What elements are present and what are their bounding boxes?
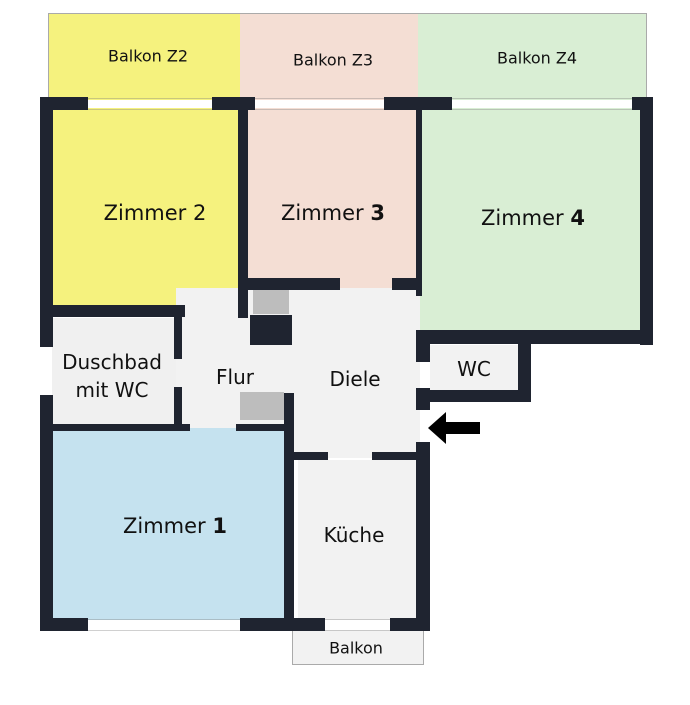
wall [640, 97, 653, 345]
room-wc [430, 345, 520, 393]
balcony-z4 [418, 13, 647, 100]
window-zimmer-2 [88, 98, 212, 110]
wall [240, 278, 340, 290]
wall [238, 108, 248, 318]
shaft [240, 392, 284, 420]
zimmer-1-number: 1 [212, 514, 227, 538]
window-kueche [324, 619, 391, 631]
wall [40, 618, 88, 631]
balcony-z3 [240, 13, 418, 100]
zimmer-4-number: 4 [570, 206, 585, 230]
balcony-z3-label: Balkon Z3 [292, 50, 374, 70]
room-zimmer-1 [52, 428, 285, 620]
wall [236, 424, 292, 431]
wall [40, 395, 53, 631]
room-zimmer-4 [420, 108, 640, 333]
balcony-z2-label: Balkon Z2 [107, 46, 189, 66]
flur-label: Flur [216, 365, 254, 389]
diele-label: Diele [329, 367, 381, 391]
bath-label-line1: Duschbad [62, 350, 162, 374]
wall [416, 442, 430, 631]
wall [284, 393, 294, 631]
zimmer-3-label: Zimmer 3 [281, 201, 385, 225]
wall [174, 387, 182, 427]
wall [240, 618, 325, 631]
wall [40, 97, 53, 347]
entrance-arrow-icon [428, 412, 480, 444]
zimmer-3-name: Zimmer [281, 201, 371, 225]
zimmer-4-name: Zimmer [481, 206, 571, 230]
balcony-z2 [48, 13, 241, 100]
wall [416, 390, 531, 402]
wall [174, 317, 182, 359]
wall [40, 305, 185, 317]
wall [372, 452, 418, 460]
window-zimmer-1 [86, 619, 241, 631]
wall [384, 97, 452, 110]
zimmer-2-label: Zimmer 2 [103, 201, 207, 225]
bath-label-line2: mit WC [75, 378, 149, 402]
window-zimmer-3 [255, 98, 385, 110]
wall [418, 330, 653, 344]
zimmer-3-number: 3 [370, 201, 385, 225]
shaft [253, 290, 289, 314]
room-zimmer-2 [52, 108, 238, 313]
balcony-z4-label: Balkon Z4 [496, 48, 578, 68]
wall [250, 315, 292, 345]
wc-label: WC [457, 357, 491, 381]
window-zimmer-4 [452, 98, 634, 110]
wall [518, 330, 531, 402]
zimmer-4-label: Zimmer 4 [481, 206, 585, 230]
balcony-kitchen-label: Balkon [329, 638, 383, 658]
wall [390, 618, 430, 631]
room-bath [52, 318, 176, 426]
room-kueche [298, 460, 418, 620]
wall [392, 278, 420, 290]
kueche-label: Küche [323, 523, 385, 547]
wall [52, 424, 190, 431]
wall [212, 97, 255, 110]
wall [416, 330, 430, 362]
zimmer-1-label: Zimmer 1 [123, 514, 227, 538]
balcony-kitchen [292, 630, 424, 665]
wall [416, 108, 422, 296]
zimmer-1-name: Zimmer [123, 514, 213, 538]
room-zimmer-3 [248, 108, 418, 288]
wall [292, 452, 328, 460]
